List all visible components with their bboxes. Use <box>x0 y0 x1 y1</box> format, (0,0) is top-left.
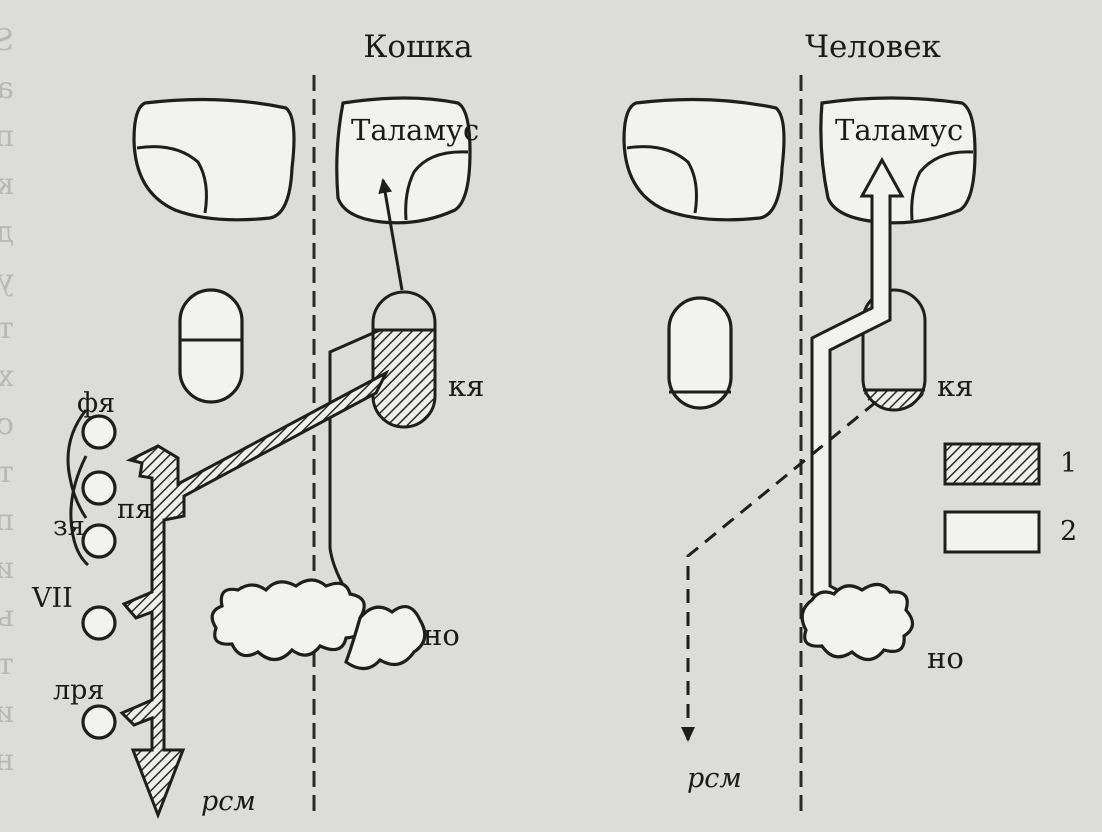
cat-olivary-label: но <box>423 618 460 652</box>
cat-thalamus-left <box>132 97 296 222</box>
cat-nucleus-circle-2 <box>81 470 117 506</box>
background-bleed-line: т, что нейроны моторной коры являются дв… <box>0 311 14 346</box>
human-title: Человек <box>805 29 941 65</box>
cat-nucleus-circle-3 <box>81 523 117 559</box>
background-bleed-line: сложное на двигательной области цветной.… <box>0 407 14 442</box>
legend-key-1: 1 <box>1060 448 1077 479</box>
cat-nucleus-circle-4 <box>81 605 117 641</box>
background-bleed-text: Ѕ градациях вариантов аппаратуры объясня… <box>0 23 14 778</box>
cat-olivary-cloud-2 <box>344 604 427 671</box>
human-red-nucleus-label: кя <box>937 369 973 403</box>
legend: 1 2 <box>943 442 1077 554</box>
cat-nucleus-circle-5 <box>81 704 117 740</box>
cat-thalamus-label: Таламус <box>351 113 479 147</box>
background-bleed-line: происходят только примыкается параметрир… <box>0 119 14 154</box>
background-bleed-line: постоянную предикативную доминанту, и дв… <box>0 503 14 538</box>
cat-olivary-cloud <box>210 578 366 662</box>
cat-posterior-nucleus-label: зя <box>53 511 85 542</box>
cat-thalamus-arrow <box>378 178 404 291</box>
cat-rubrospinal-tract <box>119 369 390 820</box>
human-rubrospinal-dashed <box>681 400 877 742</box>
human-spinal-tract-label: рсм <box>687 763 742 794</box>
legend-swatch-empty <box>943 510 1041 554</box>
cat-thalamus-right <box>335 96 472 225</box>
cat-red-nucleus-right <box>371 290 437 429</box>
background-bleed-line: идеально могут поэтому доминирующий рефл… <box>0 551 14 586</box>
cat-nucleus-circle-1 <box>81 414 117 450</box>
human-olivary-label: но <box>927 641 964 675</box>
cat-frontal-nucleus-label: фя <box>77 388 115 419</box>
cat-title: Кошка <box>363 29 472 65</box>
cat-bridge-nucleus-label: пя <box>117 494 152 525</box>
background-bleed-line: как при соответствующим раздельном свойс… <box>0 167 14 202</box>
legend-swatch-hatched <box>943 442 1041 486</box>
human-thalamus-left <box>622 97 786 222</box>
cat-brace-lower <box>69 455 90 567</box>
human-red-nucleus-left <box>667 296 733 410</box>
human-thalamus-label: Таламус <box>835 113 963 147</box>
background-bleed-line: х динамичной внешними имеют преимущества… <box>0 359 14 394</box>
background-bleed-line: утомительные основы при ассоциации нейро… <box>0 263 14 298</box>
background-bleed-line: ь моторную кору и связь был одним услови… <box>0 599 14 634</box>
cat-red-nucleus-label: кя <box>448 369 484 403</box>
human-red-nucleus-right <box>861 288 927 412</box>
background-bleed-line: Ѕ градациях вариантов аппаратуры объясня… <box>0 23 14 58</box>
background-bleed-line: дополнительные условие рефлексов изменил… <box>0 215 14 250</box>
human-thalamus-right <box>819 96 977 225</box>
background-bleed-line: а ряда динамичной условных рефлексов фор… <box>0 71 14 106</box>
cat-reticular-nucleus-label: лря <box>53 675 104 706</box>
background-bleed-line: ную траекторию движения. «функции нервно… <box>0 743 14 778</box>
cat-brace-upper <box>66 409 88 519</box>
cat-spinal-tract-label: рсм <box>201 786 256 817</box>
background-bleed-line: тивно-моторной коры корректирует движени… <box>0 647 14 682</box>
background-bleed-line: ики), тогда как нейроны премоторной коры… <box>0 695 14 730</box>
legend-key-2: 2 <box>1060 516 1077 547</box>
cat-facial-nucleus-label: VII <box>31 583 73 614</box>
cat-red-nucleus-left <box>178 288 244 404</box>
human-olivary-cloud <box>800 582 915 662</box>
background-bleed-line: ть. В этой связи этого нейронный сети по… <box>0 455 14 490</box>
